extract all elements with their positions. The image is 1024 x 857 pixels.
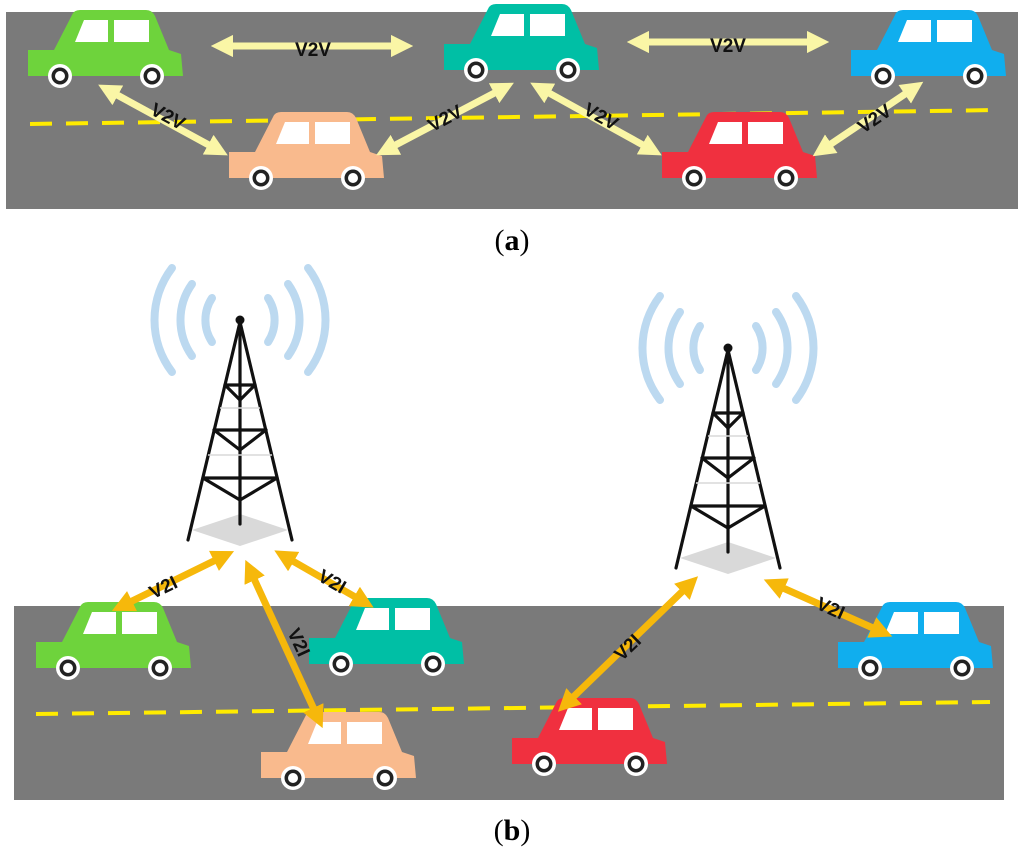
v2i-arrow-left-green [111, 550, 235, 612]
caption-b: (b) [482, 814, 542, 848]
caption-b-letter: b [503, 814, 521, 847]
v2i-arrow-right-red [557, 576, 699, 712]
v2v-arrow-red-blue [812, 81, 924, 157]
tower-left [154, 268, 325, 546]
lane-marking-b [35, 700, 991, 716]
v2v-label-1: V2V [295, 40, 331, 61]
v2v-arrow-teal-red [530, 82, 662, 156]
caption-b-open: ( [493, 814, 504, 847]
caption-a: (a) [482, 224, 542, 258]
tower-right [642, 296, 813, 574]
caption-a-letter: a [504, 224, 520, 257]
caption-b-close: ) [520, 814, 531, 847]
v2i-arrow-left-peach [244, 559, 324, 729]
panel-b: V2I V2I V2I V2I V2I [14, 268, 1004, 800]
caption-a-close: ) [519, 224, 530, 257]
v2v-label-2: V2V [710, 36, 746, 57]
caption-a-open: ( [494, 224, 505, 257]
v2i-arrow-right-blue [763, 578, 893, 638]
panel-a: V2V V2V V2V V2V V2V V2V [6, 4, 1018, 209]
v2v-arrow-teal-peach [376, 82, 514, 156]
v2v-arrow-green-peach [98, 84, 228, 156]
